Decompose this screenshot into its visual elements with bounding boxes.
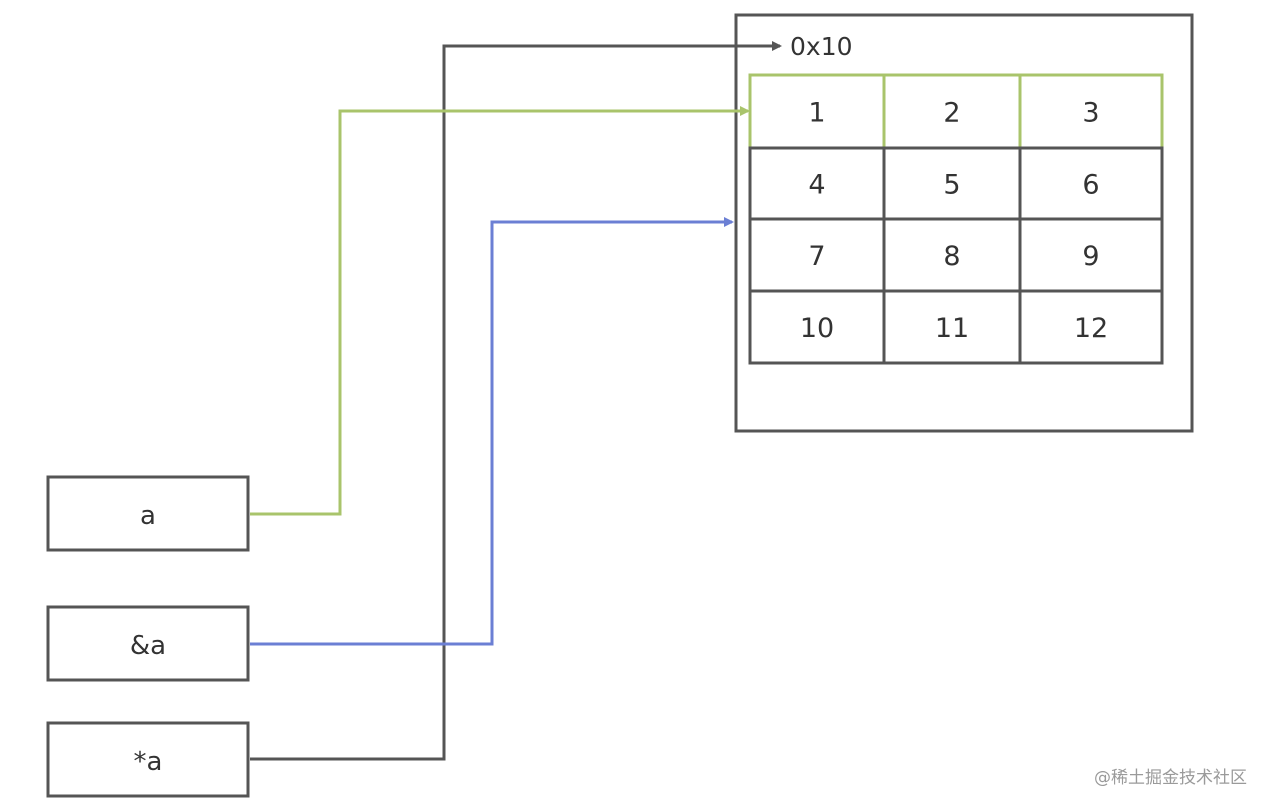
matrix-cell-value: 5 — [943, 170, 960, 201]
amp-a-pointer-arrow — [250, 217, 734, 646]
matrix-cell-value: 12 — [1074, 313, 1108, 344]
variable-a-label: a — [140, 501, 156, 531]
matrix-cell — [1018, 73, 1164, 150]
variable-amp-a: &a — [46, 605, 250, 682]
star-a-pointer-arrow — [250, 41, 782, 761]
matrix-cell-value: 10 — [800, 313, 834, 344]
matrix-cell-value: 9 — [1082, 241, 1099, 272]
variable-star-a: *a — [46, 721, 250, 798]
matrix-cell — [882, 289, 1022, 365]
memory-block — [734, 13, 1194, 433]
matrix-cell — [1018, 289, 1164, 365]
matrix-cell — [1018, 146, 1164, 221]
matrix-cell — [748, 217, 886, 293]
variable-amp-a-box — [46, 605, 250, 682]
matrix-cell — [748, 289, 886, 365]
matrix-cell-value: 6 — [1082, 170, 1099, 201]
matrix-cell-value: 3 — [1082, 98, 1099, 129]
a-pointer-arrow — [250, 106, 750, 516]
matrix-cell-value: 7 — [808, 241, 825, 272]
variable-a: a — [46, 475, 250, 552]
matrix-cell-value: 1 — [808, 98, 825, 129]
variable-amp-a-label: &a — [130, 631, 166, 661]
variable-a-box — [46, 475, 250, 552]
matrix-cell-value: 2 — [943, 98, 960, 129]
matrix-cell-value: 11 — [935, 313, 969, 344]
matrix-cell — [1018, 217, 1164, 293]
watermark: @稀土掘金技术社区 — [1094, 768, 1247, 788]
matrix-cell — [882, 217, 1022, 293]
matrix-cell-value: 8 — [943, 241, 960, 272]
variable-star-a-box — [46, 721, 250, 798]
variable-star-a-label: *a — [134, 747, 163, 777]
address-label: 0x10 — [790, 32, 853, 61]
matrix-cell-value: 4 — [808, 170, 825, 201]
